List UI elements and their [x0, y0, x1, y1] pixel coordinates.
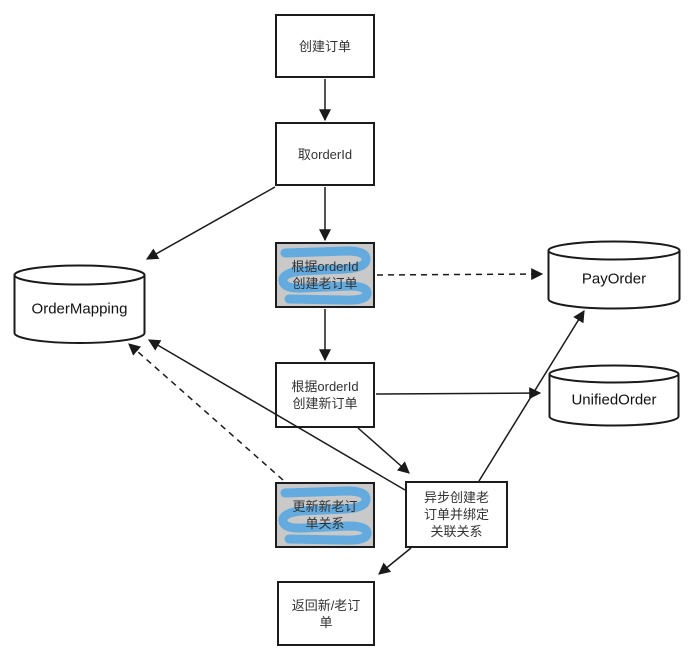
- node-create-new-order: 根据orderId 创建新订单: [275, 362, 375, 428]
- db-unified-order-label: UnifiedOrder: [571, 391, 657, 408]
- node-update-relation: 更新新老订 单关系: [275, 482, 375, 548]
- node-create-order-label: 创建订单: [298, 38, 351, 54]
- node-return-order-label: 返回新/老订 单: [291, 597, 361, 630]
- edge-create-new-order-to-async-create: [357, 427, 410, 474]
- node-return-order: 返回新/老订 单: [277, 581, 375, 646]
- database-cylinder-icon: [547, 240, 681, 310]
- db-pay-order-label: PayOrder: [581, 270, 647, 288]
- db-order-mapping: OrderMapping: [13, 264, 146, 345]
- node-get-orderid: 取orderId: [275, 122, 375, 186]
- node-update-relation-label: 更新新老订 单关系: [292, 499, 358, 531]
- marker-scribble-icon: [278, 486, 372, 545]
- node-create-order: 创建订单: [275, 14, 375, 78]
- db-unified-order: UnifiedOrder: [548, 364, 680, 427]
- node-get-orderid-label: 取orderId: [297, 146, 353, 162]
- db-pay-order: PayOrder: [547, 240, 681, 310]
- database-cylinder-icon: [13, 264, 146, 344]
- marker-scribble-icon: [278, 246, 372, 305]
- node-async-create-bind: 异步创建老 订单并绑定 关联关系: [405, 481, 508, 548]
- node-create-new-order-label: 根据orderId 创建新订单: [291, 379, 359, 411]
- edge-get-orderid-to-order-mapping: [145, 186, 276, 260]
- db-order-mapping-label: OrderMapping: [31, 300, 128, 317]
- node-create-old-order: 根据orderId 创建老订单: [275, 242, 375, 308]
- edge-update-relation-to-order-mapping-dashed: [128, 343, 284, 481]
- node-async-create-bind-label: 异步创建老 订单并绑定 关联关系: [423, 490, 489, 539]
- edge-async-create-to-return-order: [378, 547, 412, 575]
- edge-create-new-order-to-unified-order: [375, 387, 542, 400]
- node-create-old-order-label: 根据orderId 创建老订单: [291, 259, 359, 291]
- edge-create-old-order-to-pay-order-dashed: [376, 268, 544, 281]
